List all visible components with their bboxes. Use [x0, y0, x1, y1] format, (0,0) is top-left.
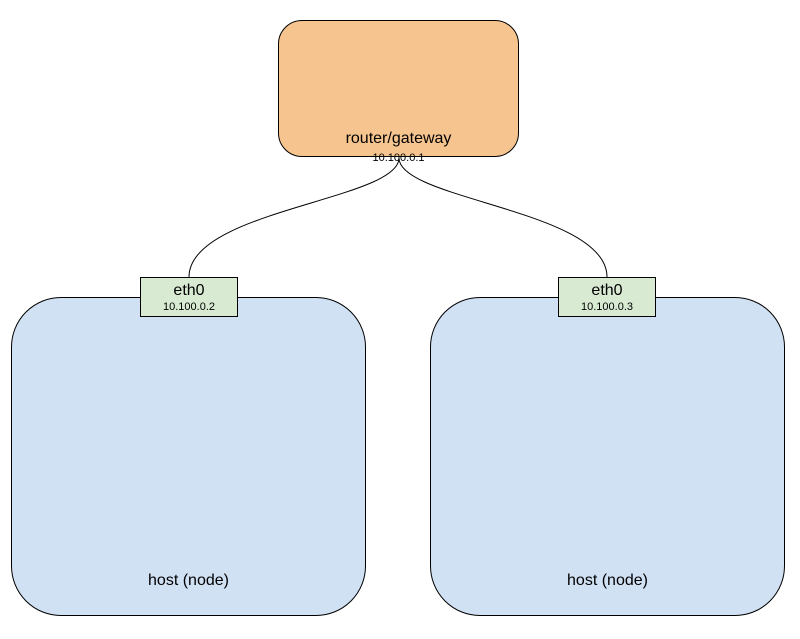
- host-label: host (node): [148, 572, 229, 589]
- interface-ip: 10.100.0.2: [163, 301, 215, 313]
- link-router-eth0-right: [398, 157, 608, 278]
- router-ip: 10.100.0.1: [372, 152, 425, 164]
- host-node-left: host (node): [11, 297, 366, 616]
- interface-eth0-left: eth0 10.100.0.2: [140, 277, 238, 317]
- host-label: host (node): [567, 572, 648, 589]
- link-router-eth0-left: [188, 157, 400, 278]
- interface-eth0-right: eth0 10.100.0.3: [558, 277, 656, 317]
- router-gateway-node: router/gateway 10.100.0.1: [278, 20, 519, 164]
- router-name: router/gateway: [345, 130, 452, 147]
- host-node-right: host (node): [430, 297, 785, 616]
- interface-ip: 10.100.0.3: [581, 301, 633, 313]
- interface-name: eth0: [591, 282, 623, 299]
- interface-name: eth0: [173, 282, 205, 299]
